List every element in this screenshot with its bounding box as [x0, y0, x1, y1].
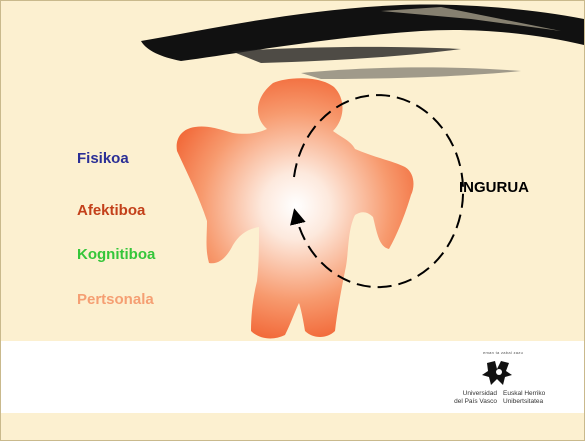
label-pertsonala: Pertsonala	[77, 291, 154, 308]
label-afektiboa: Afektiboa	[77, 202, 145, 219]
logo-eu-line-1: Euskal Herriko	[503, 390, 573, 398]
university-tree-logo-icon	[479, 357, 519, 387]
label-kognitiboa: Kognitiboa	[77, 246, 155, 263]
person-silhouette	[177, 78, 414, 338]
label-ingurua: INGURUA	[459, 179, 529, 196]
logo-es-line-2: del País Vasco	[439, 398, 497, 406]
logo-text-spanish: Universidad del País Vasco	[439, 390, 497, 406]
logo-text-basque: Euskal Herriko Unibertsitatea	[503, 390, 573, 406]
logo-motto: eman ta zabal zazu	[483, 350, 523, 355]
logo-eu-line-2: Unibertsitatea	[503, 398, 573, 406]
logo-es-line-1: Universidad	[439, 390, 497, 398]
label-fisikoa: Fisikoa	[77, 150, 129, 167]
